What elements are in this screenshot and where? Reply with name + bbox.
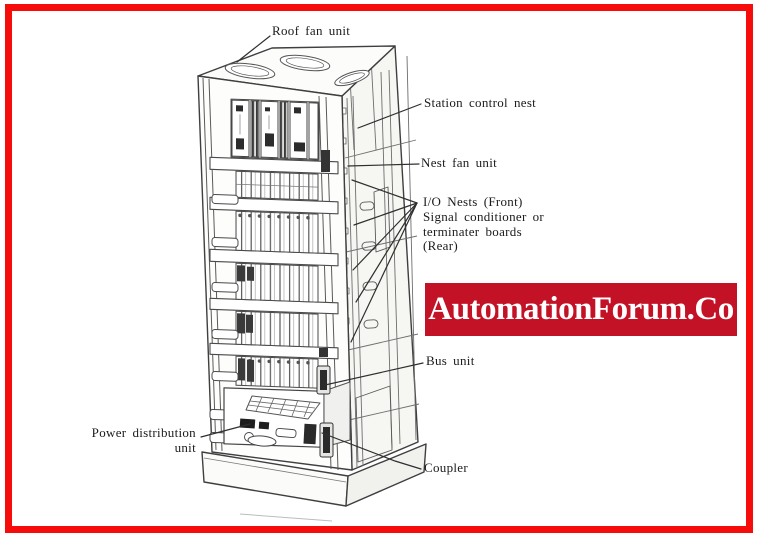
label-roof-fan-unit: Roof fan unit xyxy=(272,23,351,38)
label-coupler: Coupler xyxy=(424,460,468,475)
cabinet-top-face xyxy=(197,45,396,100)
bus-unit-blocks xyxy=(316,150,334,458)
label-io-nests-line2: Signal conditioner or xyxy=(423,208,545,224)
base-plinth xyxy=(201,443,427,522)
label-bus-unit: Bus unit xyxy=(426,353,475,368)
label-power-distribution-line2: unit xyxy=(174,439,196,455)
nest-shelves xyxy=(209,156,339,360)
station-control-nest xyxy=(230,98,320,161)
label-nest-fan-unit: Nest fan unit xyxy=(421,155,498,170)
io-nest-rows xyxy=(235,210,319,389)
watermark-banner-text: AutomationForum.Co xyxy=(428,291,734,327)
label-io-nests-line1: I/O Nests (Front) xyxy=(423,194,523,209)
label-io-nests-line3: terminater boards xyxy=(423,223,522,239)
label-io-nests: I/O Nests (Front) Signal conditioner or … xyxy=(423,194,563,254)
label-power-distribution-unit: Power distribution unit xyxy=(84,425,196,456)
watermark-banner: AutomationForum.Co xyxy=(425,283,737,336)
roof-fan-vents xyxy=(224,54,370,87)
leader-lines xyxy=(200,35,424,470)
nest-fan-tray xyxy=(235,170,319,201)
label-io-nests-line4: (Rear) xyxy=(423,238,458,254)
label-station-control-nest: Station control nest xyxy=(424,95,537,110)
label-power-distribution-line1: Power distribution xyxy=(91,425,196,440)
